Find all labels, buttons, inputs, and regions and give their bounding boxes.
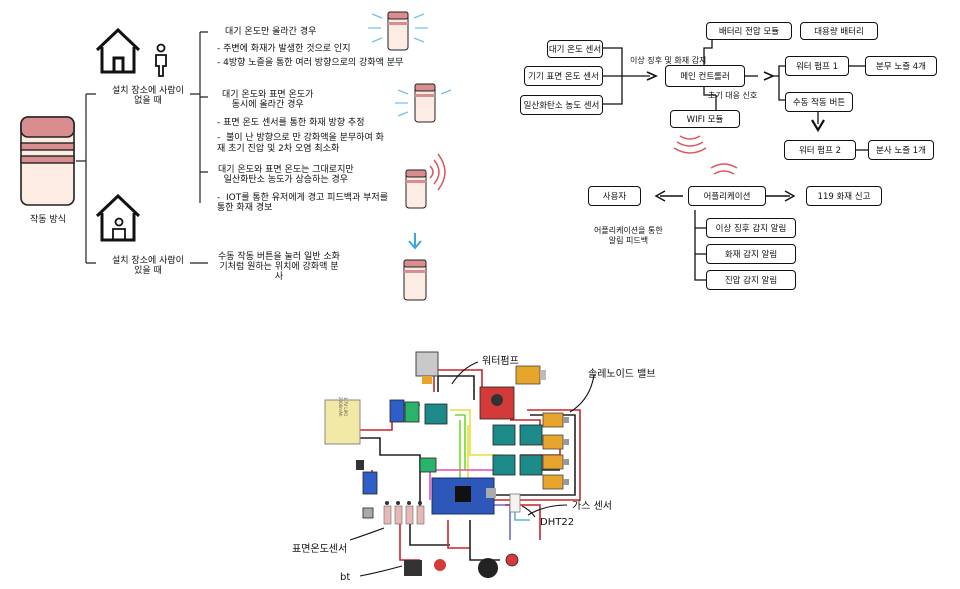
case3-bullet1: - IOT를 통한 유저에게 경고 피드백과 부저를 통한 화재 경보 (217, 193, 388, 213)
alert-done-box: 진압 감지 알림 (706, 270, 796, 290)
battery-alert-icon-1 (368, 11, 428, 51)
case2-title: 대기 온도와 표면 온도가 동시에 올라간 경우 (222, 90, 314, 110)
case1-bullet1: - 주변에 화재가 발생한 것으로 인지 (217, 44, 351, 54)
main-battery-icon (20, 116, 75, 206)
main-mode-label: 작동 방식 (30, 215, 66, 225)
big-battery-box: 대용량 배터리 (800, 22, 878, 40)
battery-monitor-box: 배터리 전압 모듈 (706, 22, 792, 40)
alert-anomaly-box: 이상 징후 감지 알림 (706, 218, 796, 238)
case2-bullet1: - 표면 온도 센서를 통한 화재 방향 추정 (217, 118, 365, 128)
main-controller-box: 메인 컨트롤러 (665, 65, 745, 87)
house-person-icon (95, 193, 141, 242)
battery-alert-icon-2 (395, 83, 452, 123)
circuit-label-surface: 표면온도센서 (292, 544, 348, 555)
case2-bullet2: - 불이 난 방향으로 만 강화액을 분무하여 화 재 초기 진압 및 2차 오… (217, 133, 384, 154)
pump2-box: 워터 펌프 2 (784, 140, 856, 160)
person-standing-icon (155, 43, 167, 77)
initial-signal-label: 초기 대응 신호 (708, 91, 758, 100)
air-temp-sensor-box: 대기 온도 센서 (547, 40, 603, 58)
battery-alarm-icon (405, 153, 446, 209)
report-119-box: 119 화재 신고 (806, 186, 882, 206)
case1-title: 대기 온도만 올라간 경우 (225, 27, 317, 37)
circuit-label-valve: 솔레노이드 밸브 (588, 369, 656, 380)
house-empty-icon (95, 27, 141, 74)
branch-empty-label: 설치 장소에 사람이 없을 때 (112, 86, 184, 106)
circuit-label-pump: 워터펌프 (482, 356, 519, 367)
app-feedback-label: 어플리케이션을 통한 알림 피드백 (594, 226, 663, 245)
battery-manual-icon (403, 233, 427, 301)
application-box: 어플리케이션 (688, 186, 766, 206)
manual-button-box: 수동 작동 버튼 (785, 92, 853, 112)
pump1-box: 워터 펌프 1 (785, 56, 849, 76)
nozzle1-box: 분사 노즐 1개 (868, 140, 934, 160)
circuit-diagram (324, 351, 595, 578)
circuit-label-gas: 가스 센서 (572, 501, 612, 512)
circuit-battery-text: 3.7V LIPO 2000mAh (338, 397, 348, 417)
case4-text: 수동 작동 버튼을 눌러 일반 소화 기처럼 원하는 위치에 강화액 분 사 (218, 252, 340, 282)
circuit-label-bt: bt (340, 572, 351, 583)
user-box: 사용자 (588, 186, 641, 206)
co-sensor-box: 일산화탄소 농도 센서 (520, 95, 603, 115)
surface-temp-sensor-box: 기기 표면 온도 센서 (524, 66, 603, 86)
alert-fire-box: 화재 감지 알림 (706, 244, 796, 264)
circuit-label-dht: DHT22 (540, 517, 575, 528)
wifi-module-box: WIFI 모듈 (670, 110, 740, 128)
case1-bullet2: - 4방향 노즐을 통한 여러 방향으로의 강화액 분무 (217, 58, 404, 68)
case3-title: 대기 온도와 표면 온도는 그대로지만 일산화탄소 농도가 상승하는 경우 (218, 165, 354, 185)
branch-person-label: 설치 장소에 사람이 있을 때 (112, 256, 184, 276)
nozzle4-box: 분무 노즐 4개 (865, 56, 937, 76)
detect-label: 이상 징후 및 화재 감지 (630, 56, 707, 65)
